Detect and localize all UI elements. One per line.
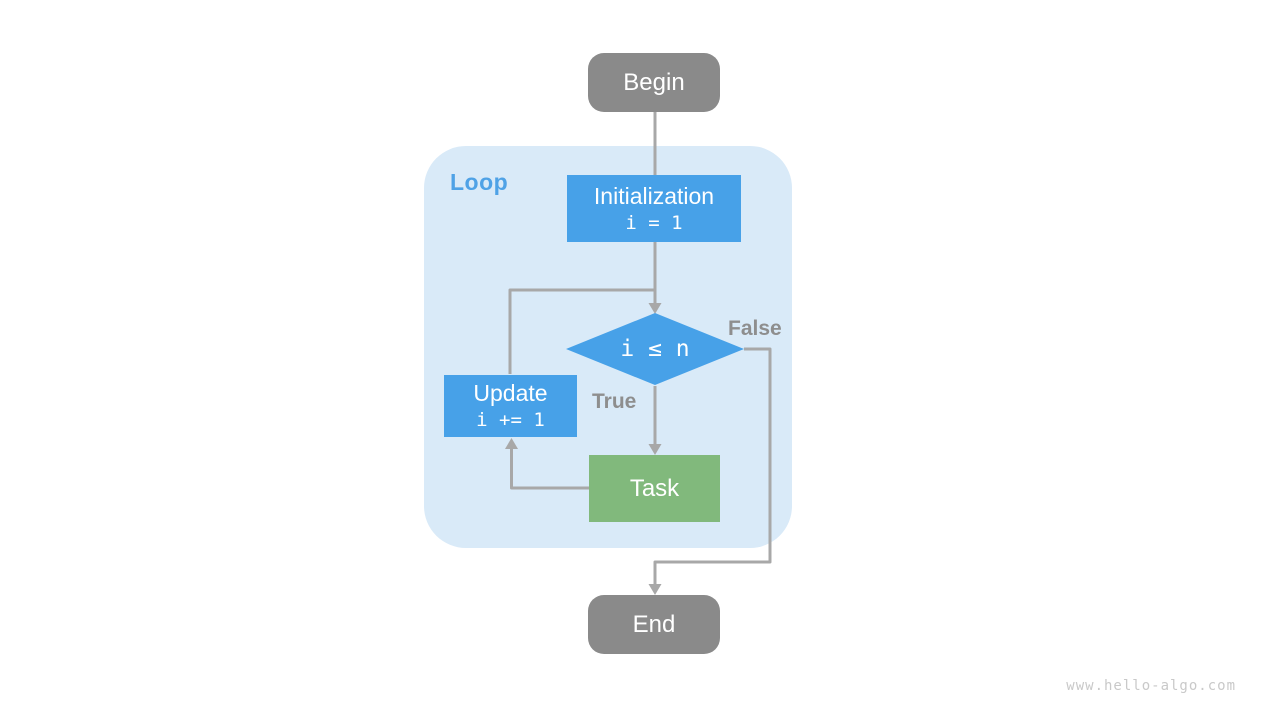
node-task-label: Task [629,474,680,502]
edge-label-false: False [728,317,782,340]
node-update-code: i += 1 [476,409,545,431]
node-begin: Begin [588,53,720,112]
arrowhead-update-bottom [505,438,518,449]
arrowhead-condition-top [648,303,662,314]
edge-task-to-update [510,448,589,490]
node-initialization-code: i = 1 [625,211,683,234]
site-watermark: www.hello-algo.com [1066,678,1236,694]
node-initialization-label: Initialization [593,182,715,209]
arrowhead-end-top [648,584,662,595]
edge-condition-false [653,347,772,585]
arrowhead-task-top [648,444,662,455]
node-condition-expression: i ≤ n [620,335,690,362]
node-initialization: Initialization i = 1 [567,175,741,242]
node-end-label: End [632,610,676,638]
node-update: Update i += 1 [444,375,577,437]
node-begin-label: Begin [623,68,685,96]
loop-label: Loop [450,169,509,195]
edge-update-loopback [508,288,654,374]
node-update-label: Update [473,380,548,407]
node-task: Task [589,455,720,522]
node-end: End [588,595,720,654]
edge-label-true: True [592,390,637,413]
